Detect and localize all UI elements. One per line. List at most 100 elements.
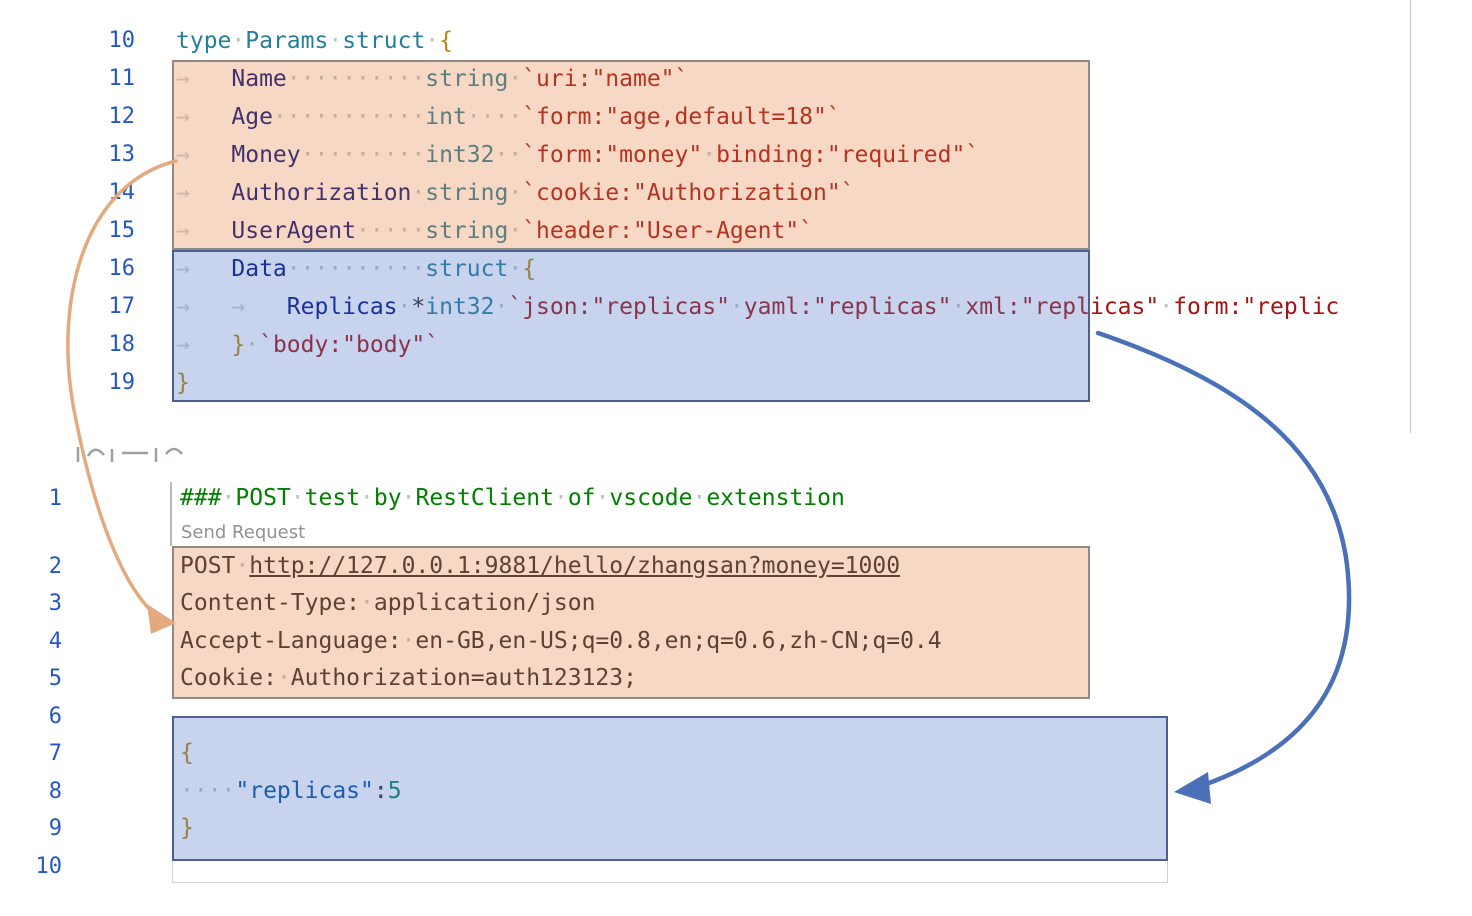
code-line[interactable]: 19} bbox=[0, 364, 1472, 402]
token-ws: · bbox=[508, 180, 522, 206]
token-op: : bbox=[374, 778, 388, 804]
code-text[interactable]: →→Replicas·*int32·`json:"replicas"·yaml:… bbox=[176, 288, 1339, 326]
line-number[interactable]: 6 bbox=[0, 698, 62, 736]
line-number[interactable]: 4 bbox=[0, 623, 62, 661]
code-text[interactable]: type·Params·struct·{ bbox=[176, 22, 453, 60]
code-line[interactable]: 11 →Name··········string·`uri:"name"` bbox=[0, 60, 1472, 98]
line-number[interactable]: 10 bbox=[0, 848, 62, 886]
token-cmt: POST bbox=[235, 485, 290, 511]
token-str: xml:"replicas" bbox=[965, 294, 1159, 320]
token-ws: · bbox=[360, 590, 374, 616]
code-line[interactable]: 12 →Age···········int····`form:"age,defau… bbox=[0, 98, 1472, 136]
line-number[interactable]: 15 bbox=[0, 212, 135, 250]
code-text[interactable]: { bbox=[180, 735, 194, 773]
line-number[interactable]: 12 bbox=[0, 98, 135, 136]
code-text[interactable]: →Money·········int32··`form:"money"·bind… bbox=[176, 136, 979, 174]
token-ws: · bbox=[328, 28, 342, 54]
token-cmt: test bbox=[305, 485, 360, 511]
code-text[interactable]: Accept-Language:·en-GB,en-US;q=0.8,en;q=… bbox=[180, 623, 942, 661]
token-ws: ·········· bbox=[287, 66, 425, 92]
line-number[interactable]: 3 bbox=[0, 585, 62, 623]
code-line[interactable]: 18 →}·`body:"body"` bbox=[0, 326, 1472, 364]
line-number[interactable]: 11 bbox=[0, 60, 135, 98]
code-line[interactable]: 16 →Data··········struct·{ bbox=[0, 250, 1472, 288]
code-text[interactable]: ····"replicas":5 bbox=[180, 773, 402, 811]
code-line[interactable]: 6 bbox=[0, 698, 1472, 736]
token-key: "replicas" bbox=[235, 778, 373, 804]
token-ws: · bbox=[1159, 294, 1173, 320]
request-url-link[interactable]: http://127.0.0.1:9881/hello/zhangsan?mon… bbox=[249, 553, 900, 579]
token-ws: · bbox=[245, 332, 259, 358]
line-number[interactable]: 17 bbox=[0, 288, 135, 326]
code-line[interactable]: 4 Accept-Language:·en-GB,en-US;q=0.8,en;q… bbox=[0, 623, 1472, 661]
line-number[interactable]: 10 bbox=[0, 22, 135, 60]
line-number[interactable]: 5 bbox=[0, 660, 62, 698]
code-line[interactable]: 17→→Replicas·*int32·`json:"replicas"·yam… bbox=[0, 288, 1472, 326]
token-hdr: Accept-Language: bbox=[180, 628, 402, 654]
code-text[interactable]: Cookie:·Authorization=auth123123; bbox=[180, 660, 637, 698]
code-text[interactable]: } bbox=[176, 364, 190, 402]
code-text[interactable]: POST·http://127.0.0.1:9881/hello/zhangsa… bbox=[180, 548, 900, 586]
code-line[interactable]: 5 Cookie:·Authorization=auth123123; bbox=[0, 660, 1472, 698]
token-id: Money bbox=[231, 142, 300, 168]
token-cmt: of bbox=[568, 485, 596, 511]
token-tab: → bbox=[176, 136, 231, 174]
line-number[interactable]: 9 bbox=[0, 810, 62, 848]
line-number[interactable]: 14 bbox=[0, 174, 135, 212]
code-text[interactable]: →UserAgent·····string·`header:"User-Agen… bbox=[176, 212, 813, 250]
code-line[interactable]: 1###·POST·test·by·RestClient·of·vscode·e… bbox=[0, 480, 1472, 518]
token-op: * bbox=[411, 294, 425, 320]
token-kw: struct bbox=[342, 28, 425, 54]
code-line[interactable]: 8 ····"replicas":5 bbox=[0, 773, 1472, 811]
code-line[interactable]: 9} bbox=[0, 810, 1472, 848]
token-cmt: RestClient bbox=[415, 485, 553, 511]
token-br: { bbox=[180, 740, 194, 766]
code-text[interactable]: ###·POST·test·by·RestClient·of·vscode·ex… bbox=[180, 480, 845, 518]
send-request-codelens[interactable]: Send Request bbox=[0, 518, 1472, 548]
code-line[interactable]: 10 bbox=[0, 848, 1472, 886]
line-number[interactable]: 1 bbox=[0, 480, 62, 518]
token-val: en-GB,en-US;q=0.8,en;q=0.6,zh-CN;q=0.4 bbox=[415, 628, 941, 654]
line-number[interactable]: 19 bbox=[0, 364, 135, 402]
token-str: yaml:"replicas" bbox=[744, 294, 952, 320]
token-ws: ····· bbox=[356, 218, 425, 244]
token-ws: · bbox=[952, 294, 966, 320]
code-text[interactable]: Content-Type:·application/json bbox=[180, 585, 595, 623]
code-line[interactable]: 7{ bbox=[0, 735, 1472, 773]
code-text[interactable]: →}·`body:"body"` bbox=[176, 326, 439, 364]
line-number[interactable]: 13 bbox=[0, 136, 135, 174]
token-typ: string bbox=[425, 66, 508, 92]
token-ws: ·········· bbox=[287, 256, 425, 282]
token-br: { bbox=[439, 28, 453, 54]
token-typ: string bbox=[425, 218, 508, 244]
line-number[interactable]: 16 bbox=[0, 250, 135, 288]
code-text[interactable]: →Authorization·string·`cookie:"Authoriza… bbox=[176, 174, 855, 212]
code-text[interactable]: →Data··········struct·{ bbox=[176, 250, 536, 288]
token-id: Replicas bbox=[287, 294, 398, 320]
code-line[interactable]: 3 Content-Type:·application/json bbox=[0, 585, 1472, 623]
token-hdr: Cookie: bbox=[180, 665, 277, 691]
code-line[interactable]: 10 type·Params·struct·{ bbox=[0, 22, 1472, 60]
token-cmt: ### bbox=[180, 485, 222, 511]
token-typ: Params bbox=[245, 28, 328, 54]
token-ws: · bbox=[596, 485, 610, 511]
code-text[interactable]: →Name··········string·`uri:"name"` bbox=[176, 60, 688, 98]
line-number[interactable]: 2 bbox=[0, 548, 62, 586]
code-line[interactable]: 13→Money·········int32··`form:"money"·bi… bbox=[0, 136, 1472, 174]
line-number[interactable]: 18 bbox=[0, 326, 135, 364]
token-ws: · bbox=[425, 28, 439, 54]
code-text[interactable]: } bbox=[180, 810, 194, 848]
token-hdr: Content-Type: bbox=[180, 590, 360, 616]
code-line[interactable]: 2 POST·http://127.0.0.1:9881/hello/zhangs… bbox=[0, 548, 1472, 586]
line-number[interactable]: 7 bbox=[0, 735, 62, 773]
token-ws: · bbox=[291, 485, 305, 511]
token-str: `form:"money" bbox=[522, 142, 702, 168]
token-ws: ···· bbox=[180, 778, 235, 804]
code-line[interactable]: 14→Authorization·string·`cookie:"Authori… bbox=[0, 174, 1472, 212]
line-number[interactable]: 8 bbox=[0, 773, 62, 811]
token-ws: ·· bbox=[495, 142, 523, 168]
code-text[interactable]: →Age···········int····`form:"age,default… bbox=[176, 98, 841, 136]
code-line[interactable]: 15 →UserAgent·····string·`header:"User-Ag… bbox=[0, 212, 1472, 250]
token-id: Authorization bbox=[231, 180, 411, 206]
token-cmt: extenstion bbox=[706, 485, 844, 511]
